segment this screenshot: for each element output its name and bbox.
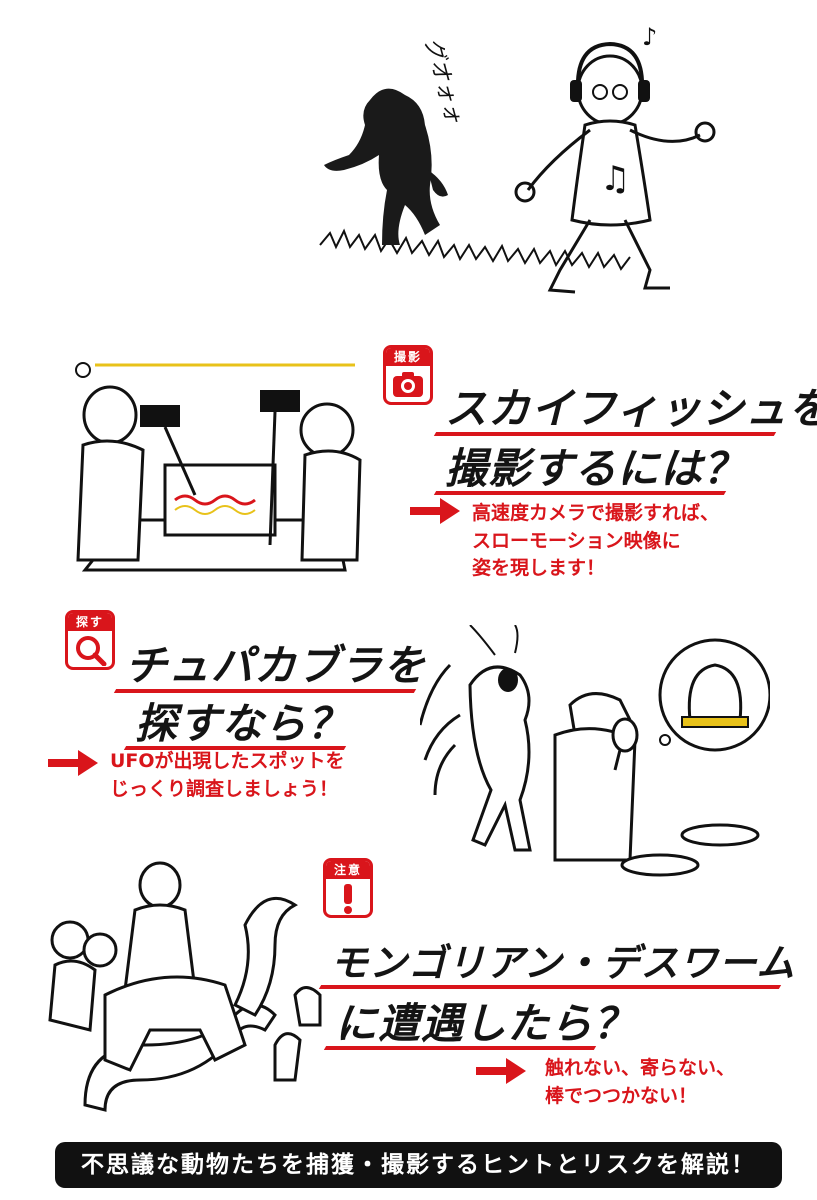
heading-underline bbox=[318, 985, 782, 989]
answer-line: じっくり調査しましょう！ bbox=[110, 777, 339, 800]
badge-photograph: 撮影 bbox=[383, 345, 433, 405]
camera-icon bbox=[393, 372, 423, 397]
magnifier-icon bbox=[76, 636, 107, 666]
heading-skyfish-line1: スカイフィッシュを bbox=[445, 384, 817, 433]
bigfoot-dancer-illustration: グオォォ ♫ ♪ bbox=[319, 23, 716, 294]
answer-line: 姿を現します！ bbox=[472, 557, 606, 580]
badge-label: 撮影 bbox=[386, 348, 430, 366]
badge-search: 探す bbox=[65, 610, 115, 670]
answer-skyfish: 高速度カメラで撮影すれば、 スローモーション映像に 姿を現します！ bbox=[472, 500, 719, 583]
sfx-text: グオォォ bbox=[419, 35, 466, 126]
exclamation-icon bbox=[344, 884, 352, 914]
answer-line: 棒でつつかない！ bbox=[545, 1084, 698, 1107]
camera-crew-illustration bbox=[75, 362, 362, 572]
badge-label: 探す bbox=[68, 613, 112, 631]
arrow-right-icon bbox=[476, 1058, 526, 1084]
badge-label: 注意 bbox=[326, 861, 370, 879]
answer-deathworm: 触れない、寄らない、 棒でつつかない！ bbox=[545, 1055, 735, 1110]
svg-text:♫: ♫ bbox=[600, 159, 630, 199]
heading-chupacabra-line2: 探すなら？ bbox=[135, 699, 351, 748]
answer-chupacabra: UFOが出現したスポットを じっくり調査しましょう！ bbox=[110, 748, 345, 803]
heading-skyfish-line2: 撮影するには？ bbox=[445, 444, 747, 493]
answer-line: 高速度カメラで撮影すれば、 bbox=[472, 502, 720, 524]
heading-deathworm-line1: モンゴリアン・デスワーム bbox=[330, 940, 796, 985]
svg-text:♪: ♪ bbox=[642, 23, 657, 51]
arrow-right-icon bbox=[410, 498, 460, 524]
answer-line: UFOが出現したスポットを bbox=[110, 750, 345, 772]
heading-underline bbox=[323, 1046, 597, 1050]
badge-caution: 注意 bbox=[323, 858, 373, 918]
bottom-banner: 不思議な動物たちを捕獲・撮影するヒントとリスクを解説！ bbox=[55, 1142, 782, 1188]
death-worm-illustration bbox=[48, 861, 322, 1112]
arrow-right-icon bbox=[48, 750, 98, 776]
answer-line: 触れない、寄らない、 bbox=[545, 1057, 736, 1079]
heading-underline bbox=[433, 491, 727, 495]
answer-line: スローモーション映像に bbox=[472, 529, 681, 552]
chupacabra-investigation-illustration bbox=[420, 625, 770, 877]
heading-chupacabra-line1: チュパカブラを bbox=[125, 641, 427, 690]
heading-deathworm-line2: に遭遇したら？ bbox=[335, 999, 637, 1048]
